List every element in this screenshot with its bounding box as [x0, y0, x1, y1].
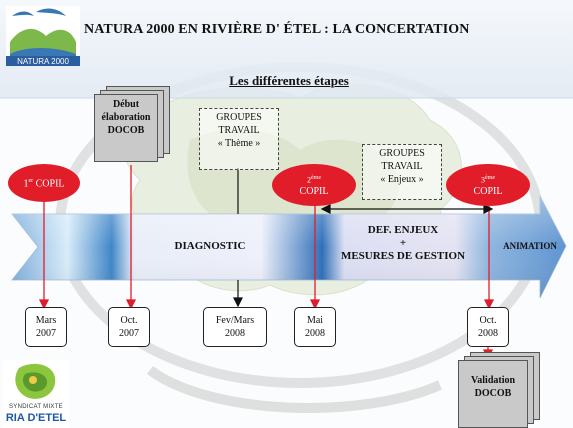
phase-enjeux-line3: MESURES DE GESTION	[340, 250, 466, 262]
copil-1-label: COPIL	[35, 178, 65, 190]
docob-start-line2: élaboration	[101, 112, 151, 123]
phase-diagnostic: DIAGNOSTIC	[174, 240, 246, 252]
date-box-fev-mars-2008: Fev/Mars 2008	[203, 307, 267, 347]
phase-enjeux-mesures: DEF. ENJEUX + MESURES DE GESTION	[318, 224, 488, 263]
groupes-theme-line1: GROUPES	[216, 112, 262, 123]
copil-1-rank: 1	[23, 178, 29, 190]
copil-2-label: COPIL	[299, 185, 329, 197]
syndicat-mixte-text: SYNDICAT MIXTE	[9, 404, 63, 410]
copil-3-rank: 3	[481, 175, 485, 185]
groupes-travail-enjeux-box: GROUPES TRAVAIL « Enjeux »	[362, 144, 442, 200]
groupes-enjeux-line2: TRAVAIL	[381, 161, 423, 172]
phase-enjeux-line2: +	[399, 237, 407, 249]
slide-subtitle: Les différentes étapes	[229, 73, 349, 88]
date-3-year: 2008	[225, 328, 245, 339]
groupes-travail-theme-box: GROUPES TRAVAIL « Thème »	[199, 108, 279, 170]
date-3-month: Fev/Mars	[215, 315, 255, 326]
copil-2: 2ème COPIL	[272, 164, 356, 206]
natura-2000-logo: NATURA 2000	[6, 6, 80, 66]
date-4-year: 2008	[305, 328, 325, 339]
groupes-theme-line2: TRAVAIL	[218, 125, 260, 136]
copil-3: 3ème COPIL	[446, 164, 530, 206]
ria-detel-text: RIA D'ETEL	[5, 412, 67, 424]
date-5-month: Oct.	[479, 315, 497, 326]
date-2-month: Oct.	[120, 315, 138, 326]
syndicat-mixte-logo: SYNDICAT MIXTE RIA D'ETEL	[3, 360, 69, 428]
date-1-month: Mars	[35, 315, 57, 326]
groupes-enjeux-line3: « Enjeux »	[380, 174, 424, 185]
docob-start-line1: Début	[112, 99, 140, 110]
slide-title: NATURA 2000 EN RIVIÈRE D' ÉTEL : LA CONC…	[84, 22, 470, 37]
natura-logo-text: NATURA 2000	[17, 57, 69, 66]
groupes-enjeux-line1: GROUPES	[379, 148, 425, 159]
phase-enjeux-line1: DEF. ENJEUX	[367, 224, 439, 236]
timeline-arrow	[11, 195, 567, 299]
copil-2-rank: 2	[307, 175, 311, 185]
date-1-year: 2007	[36, 328, 56, 339]
docob-start-document: Début élaboration DOCOB	[94, 86, 174, 166]
docob-validation-line1: Validation	[470, 375, 516, 386]
docob-start-line3: DOCOB	[107, 125, 145, 136]
copil-1: 1er COPIL	[8, 164, 80, 202]
date-box-oct-2008: Oct. 2008	[467, 307, 509, 347]
docob-validation-line2: DOCOB	[474, 388, 512, 399]
date-2-year: 2007	[119, 328, 139, 339]
date-5-year: 2008	[478, 328, 498, 339]
date-box-mai-2008: Mai 2008	[294, 307, 336, 347]
groupes-theme-line3: « Thème »	[217, 138, 261, 149]
date-box-oct-2007: Oct. 2007	[108, 307, 150, 347]
copil-3-label: COPIL	[473, 185, 503, 197]
phase-animation: ANIMATION	[503, 241, 557, 251]
date-4-month: Mai	[306, 315, 324, 326]
copil-1-suffix: er	[28, 178, 34, 185]
copil-3-suffix: ème	[485, 175, 495, 182]
docob-validation-document: Validation DOCOB	[458, 352, 540, 428]
date-box-mars-2007: Mars 2007	[25, 307, 67, 347]
copil-2-suffix: ème	[311, 175, 321, 182]
